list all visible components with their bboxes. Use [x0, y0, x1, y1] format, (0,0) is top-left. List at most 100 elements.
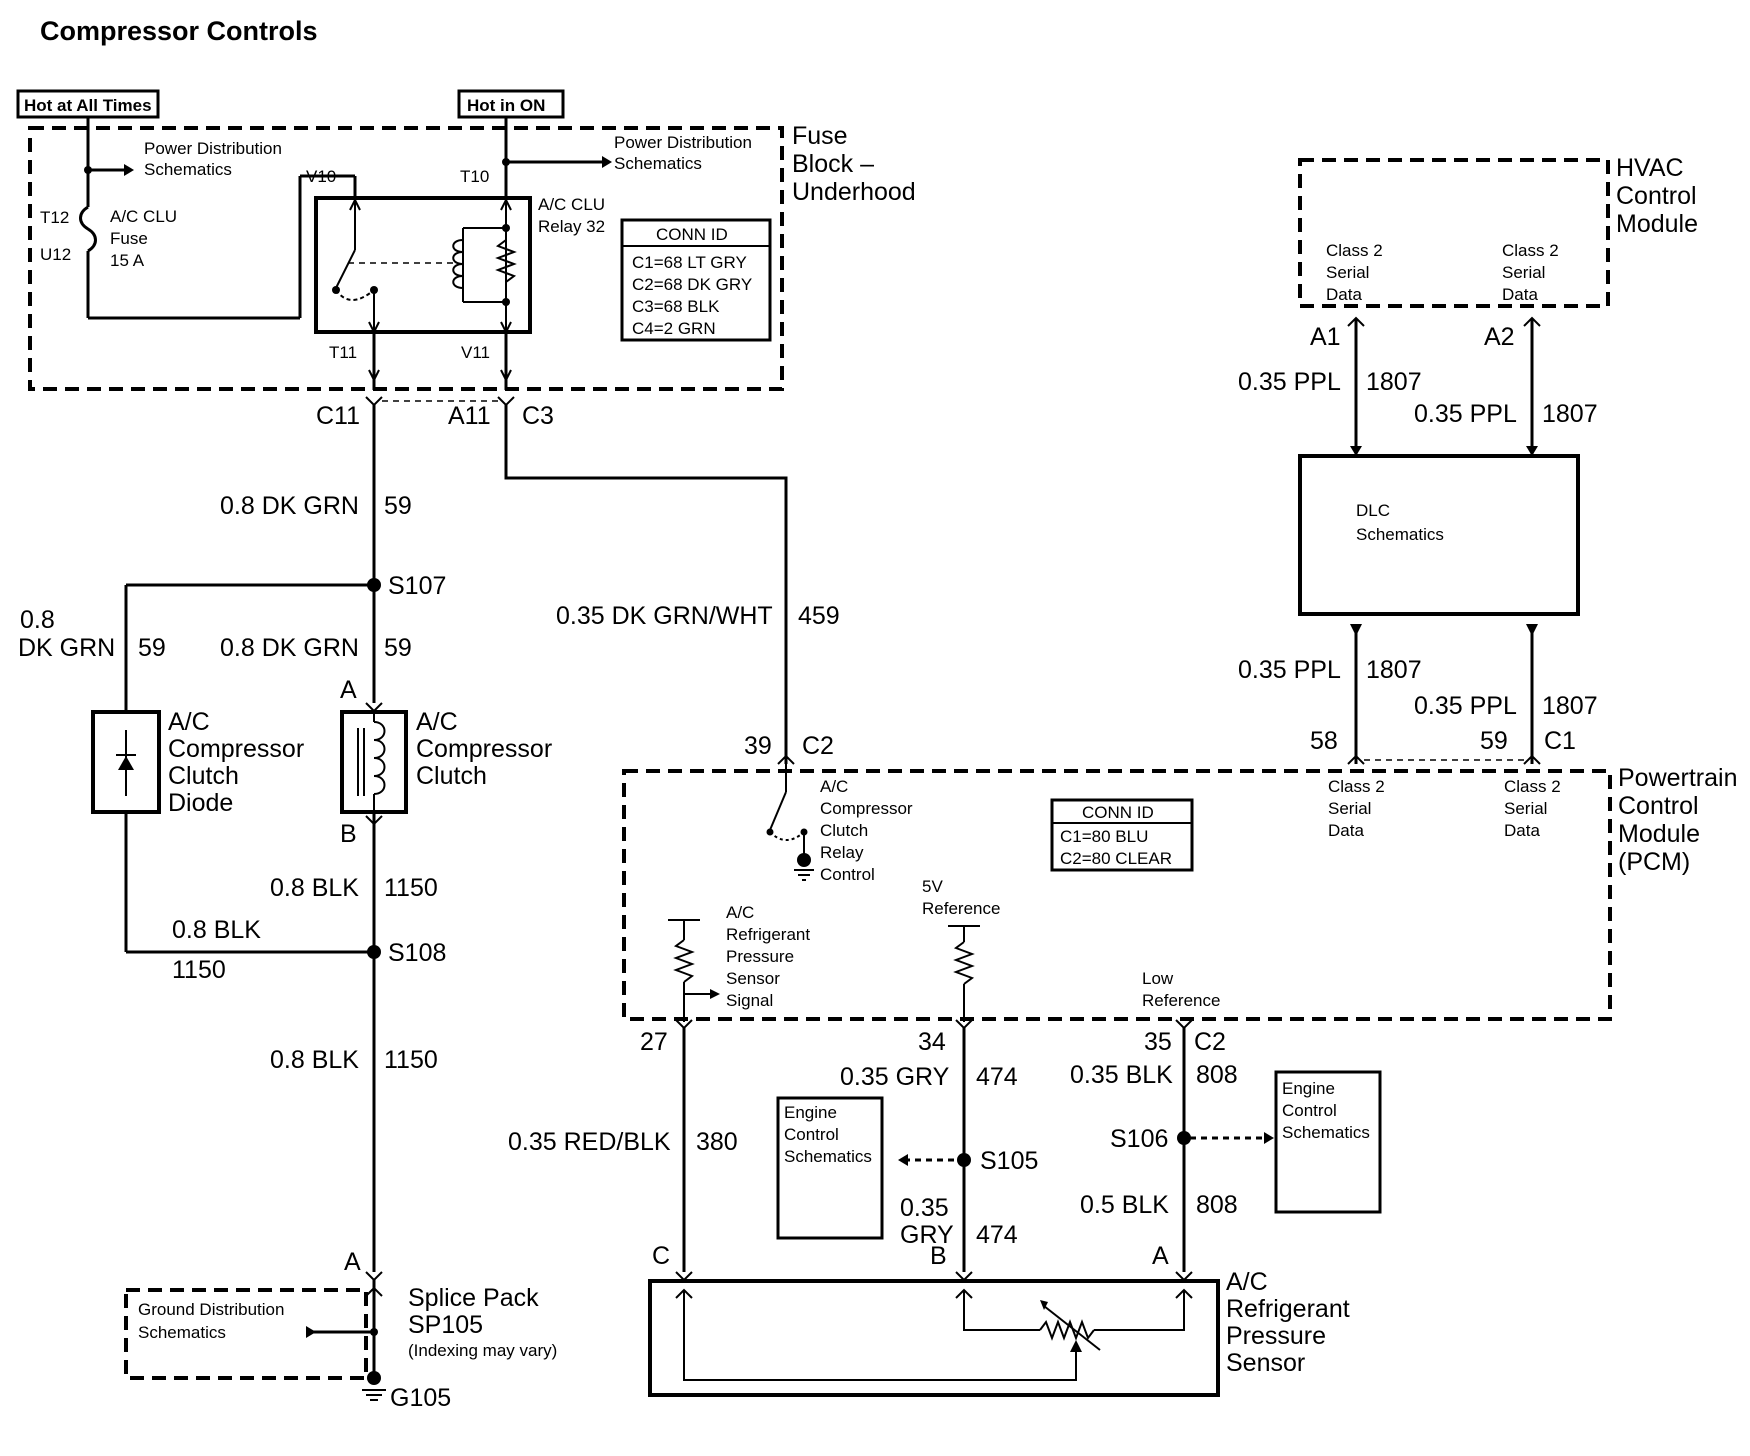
svg-text:Clutch: Clutch	[416, 762, 487, 790]
refrigerant-pressure-sensor	[648, 1279, 1220, 1397]
svg-text:0.8 DK GRN: 0.8 DK GRN	[220, 492, 359, 520]
refrigerant-pressure-sensor-label: A/C Refrigerant Pressure Sensor	[1226, 1268, 1350, 1377]
svg-text:Compressor: Compressor	[416, 735, 552, 763]
svg-text:1150: 1150	[172, 956, 226, 984]
compressor-clutch-label: A/C Compressor Clutch	[416, 708, 552, 790]
pcm-pin-39: 39	[744, 732, 772, 760]
relay-coil-icon	[452, 239, 464, 289]
svg-text:HVAC: HVAC	[1616, 154, 1684, 182]
svg-text:Clutch: Clutch	[168, 762, 239, 790]
svg-text:S107: S107	[388, 572, 446, 600]
svg-text:S105: S105	[980, 1147, 1038, 1175]
pcm-class2-data-58: Class 2 Serial Data	[1328, 777, 1385, 840]
svg-text:380: 380	[696, 1128, 738, 1156]
svg-text:Clutch: Clutch	[820, 821, 868, 840]
clutch-diode-label: A/C Compressor Clutch Diode	[168, 708, 304, 817]
low-reference-label: Low Reference	[1142, 969, 1220, 1010]
svg-text:Underhood: Underhood	[792, 178, 916, 206]
pin-v10: V10	[306, 167, 336, 186]
svg-text:Data: Data	[1502, 285, 1538, 304]
svg-text:0.35 DK GRN/WHT: 0.35 DK GRN/WHT	[556, 602, 773, 630]
svg-text:Reference: Reference	[1142, 991, 1220, 1010]
pin-t10: T10	[460, 167, 489, 186]
svg-text:Pressure: Pressure	[726, 947, 794, 966]
svg-text:Schematics: Schematics	[784, 1147, 872, 1166]
svg-text:Data: Data	[1504, 821, 1540, 840]
svg-text:A/C: A/C	[416, 708, 458, 736]
svg-text:Control: Control	[820, 865, 875, 884]
ac-clu-relay	[314, 196, 532, 334]
svg-text:Data: Data	[1328, 821, 1364, 840]
svg-text:0.35 RED/BLK: 0.35 RED/BLK	[508, 1128, 671, 1156]
svg-text:Pressure: Pressure	[1226, 1322, 1326, 1350]
svg-text:1150: 1150	[384, 874, 438, 902]
svg-text:C2=80 CLEAR: C2=80 CLEAR	[1060, 849, 1172, 868]
svg-text:A/C: A/C	[726, 903, 754, 922]
ac-clu-fuse-label: A/C CLU Fuse 15 A	[110, 207, 177, 270]
svg-text:Serial: Serial	[1504, 799, 1547, 818]
ground-distribution-link[interactable]: Ground Distribution Schematics	[138, 1300, 284, 1342]
pin-u12: U12	[40, 245, 71, 264]
pcm-pin-27: 27	[640, 1028, 668, 1056]
svg-text:Splice Pack: Splice Pack	[408, 1284, 539, 1312]
relay-control-ground-icon	[794, 869, 814, 881]
svg-text:A/C: A/C	[820, 777, 848, 796]
svg-text:0.35 BLK: 0.35 BLK	[1070, 1061, 1173, 1089]
pcm-pin-59: 59	[1480, 727, 1508, 755]
splice-s105	[957, 1153, 971, 1167]
svg-text:Class 2: Class 2	[1504, 777, 1561, 796]
svg-text:59: 59	[384, 634, 412, 662]
engine-control-schematics-right[interactable]: Engine Control Schematics	[1274, 1070, 1382, 1214]
svg-text:0.8 BLK: 0.8 BLK	[270, 1046, 359, 1074]
hot-in-on-label: Hot in ON	[457, 89, 565, 119]
svg-text:Sensor: Sensor	[1226, 1349, 1305, 1377]
pcm-pin-35: 35	[1144, 1028, 1172, 1056]
svg-text:Refrigerant: Refrigerant	[1226, 1295, 1350, 1323]
engine-control-schematics-left[interactable]: Engine Control Schematics	[776, 1096, 884, 1240]
svg-text:(PCM): (PCM)	[1618, 848, 1690, 876]
svg-text:Class 2: Class 2	[1326, 241, 1383, 260]
svg-text:Module: Module	[1616, 210, 1698, 238]
pin-t11: T11	[329, 343, 357, 362]
svg-text:Class 2: Class 2	[1328, 777, 1385, 796]
pcm-conn-id: CONN ID C1=80 BLU C2=80 CLEAR	[1050, 798, 1194, 872]
svg-text:CONN ID: CONN ID	[656, 225, 728, 244]
svg-text:Data: Data	[1326, 285, 1362, 304]
svg-text:0.35 PPL: 0.35 PPL	[1414, 692, 1517, 720]
conn-c11: C11	[316, 402, 360, 430]
svg-text:Diode: Diode	[168, 789, 233, 817]
svg-text:808: 808	[1196, 1061, 1238, 1089]
svg-text:Control: Control	[1282, 1101, 1337, 1120]
sensor-variable-resistor-icon	[1039, 1319, 1095, 1341]
sensor-pin-c: C	[652, 1242, 670, 1270]
svg-text:Schematics: Schematics	[1282, 1123, 1370, 1142]
relay-control-label: A/C Compressor Clutch Relay Control	[820, 777, 913, 884]
svg-text:0.5 BLK: 0.5 BLK	[1080, 1191, 1169, 1219]
svg-text:474: 474	[976, 1221, 1018, 1249]
pcm-conn-c1: C1	[1544, 727, 1576, 755]
conn-a11: A11	[448, 402, 491, 430]
hvac-class2-data-a1: Class 2 Serial Data	[1326, 241, 1383, 304]
ground-g105: G105	[390, 1384, 451, 1412]
power-distribution-link-2[interactable]: Power Distribution Schematics	[614, 133, 752, 173]
svg-text:0.35: 0.35	[900, 1194, 949, 1222]
dlc-schematics[interactable]: DLC Schematics	[1298, 454, 1580, 616]
pin-t12: T12	[40, 208, 69, 227]
ground-distribution-box	[124, 1288, 368, 1380]
pcm-conn-c2-bot: C2	[1194, 1028, 1226, 1056]
svg-text:0.35 PPL: 0.35 PPL	[1238, 656, 1341, 684]
svg-text:Schematics: Schematics	[144, 160, 232, 179]
sensor-pin-b: B	[930, 1242, 947, 1270]
svg-text:S106: S106	[1110, 1125, 1168, 1153]
svg-text:1807: 1807	[1366, 368, 1422, 396]
power-distribution-link-1[interactable]: Power Distribution Schematics	[144, 139, 282, 179]
splice-pin-a: A	[344, 1248, 361, 1276]
svg-text:(Indexing may vary): (Indexing may vary)	[408, 1341, 557, 1360]
svg-text:59: 59	[384, 492, 412, 520]
sensor-signal-resistor-icon	[673, 939, 695, 983]
ref-5v-resistor-icon	[953, 941, 975, 985]
svg-text:5V: 5V	[922, 877, 943, 896]
svg-text:459: 459	[798, 602, 840, 630]
svg-text:0.35 PPL: 0.35 PPL	[1238, 368, 1341, 396]
fuse-block-conn-id: CONN ID C1=68 LT GRY C2=68 DK GRY C3=68 …	[620, 218, 772, 342]
